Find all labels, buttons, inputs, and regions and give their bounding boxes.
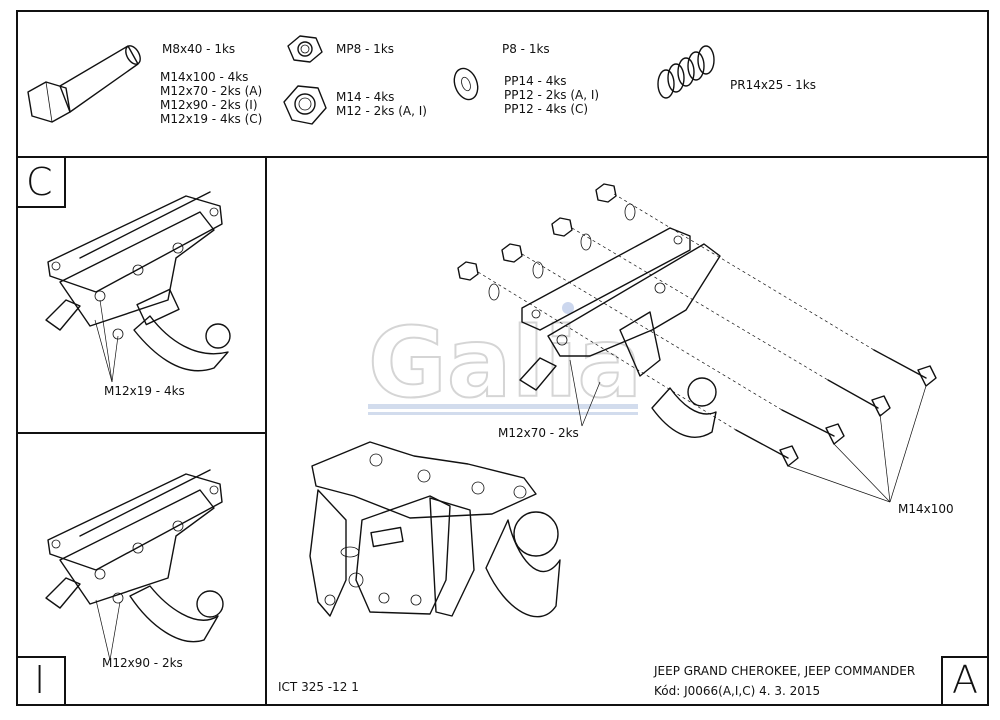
galia-watermark: Galia bbox=[367, 302, 643, 420]
spring-icon bbox=[657, 45, 715, 99]
vehicle-name: JEEP GRAND CHEROKEE, JEEP COMMANDER bbox=[654, 664, 916, 678]
variant-letter-c: C bbox=[26, 160, 53, 204]
variant-i-towbar-drawing bbox=[45, 469, 224, 643]
variant-i-callout: M12x90 - 2ks bbox=[102, 656, 183, 670]
variant-a-panel bbox=[265, 156, 989, 706]
variant-c-callout: M12x19 - 4ks bbox=[104, 384, 185, 398]
variant-a-m12-callout-leaders bbox=[569, 359, 601, 427]
bolt-label-m8x40: M8x40 - 1ks bbox=[162, 42, 236, 56]
svg-text:Galia: Galia bbox=[368, 307, 642, 419]
bolt-label-m14x100: M14x100 - 4ks bbox=[160, 70, 249, 84]
variant-letter-i: I bbox=[34, 658, 46, 702]
drawing-number: ICT 325 -12 1 bbox=[278, 680, 359, 694]
variant-c-towbar-drawing bbox=[45, 191, 231, 372]
bolt-icon bbox=[27, 45, 141, 123]
washer-label-p8: P8 - 1ks bbox=[502, 42, 550, 56]
washer-label-pp12-c: PP12 - 4ks (C) bbox=[504, 102, 589, 116]
variant-c-callout-leaders bbox=[94, 299, 119, 383]
variant-a-long-bolt-callout: M14x100 bbox=[898, 502, 954, 516]
nut-label-m14: M14 - 4ks bbox=[336, 90, 395, 104]
nut-label-m12: M12 - 2ks (A, I) bbox=[336, 104, 427, 118]
bolt-label-m12x70: M12x70 - 2ks (A) bbox=[160, 84, 263, 98]
spring-label-pr14x25: PR14x25 - 1ks bbox=[730, 78, 817, 92]
nut-label-mp8: MP8 - 1ks bbox=[336, 42, 395, 56]
washer-icon bbox=[453, 67, 479, 101]
variant-i-callout-leaders bbox=[95, 599, 121, 661]
large-nut-icon bbox=[283, 85, 327, 125]
variant-letter-a: A bbox=[952, 658, 978, 702]
washer-label-pp14: PP14 - 4ks bbox=[504, 74, 567, 88]
variant-a-detail-drawing bbox=[309, 441, 561, 618]
bolt-label-m12x19: M12x19 - 4ks (C) bbox=[160, 112, 263, 126]
letter-box-i bbox=[16, 656, 66, 706]
washer-label-pp12-ai: PP12 - 2ks (A, I) bbox=[504, 88, 600, 102]
variant-a-m14-callout-leaders bbox=[787, 385, 927, 503]
variant-a-exploded-drawing bbox=[457, 183, 937, 467]
letter-box-c bbox=[16, 156, 66, 208]
variant-a-bolt-callout: M12x70 - 2ks bbox=[498, 426, 579, 440]
letter-box-a bbox=[941, 656, 989, 706]
bolt-label-m12x90: M12x90 - 2ks (I) bbox=[160, 98, 258, 112]
product-code-date: Kód: J0066(A,I,C) 4. 3. 2015 bbox=[654, 684, 821, 698]
small-nut-icon bbox=[287, 35, 323, 63]
